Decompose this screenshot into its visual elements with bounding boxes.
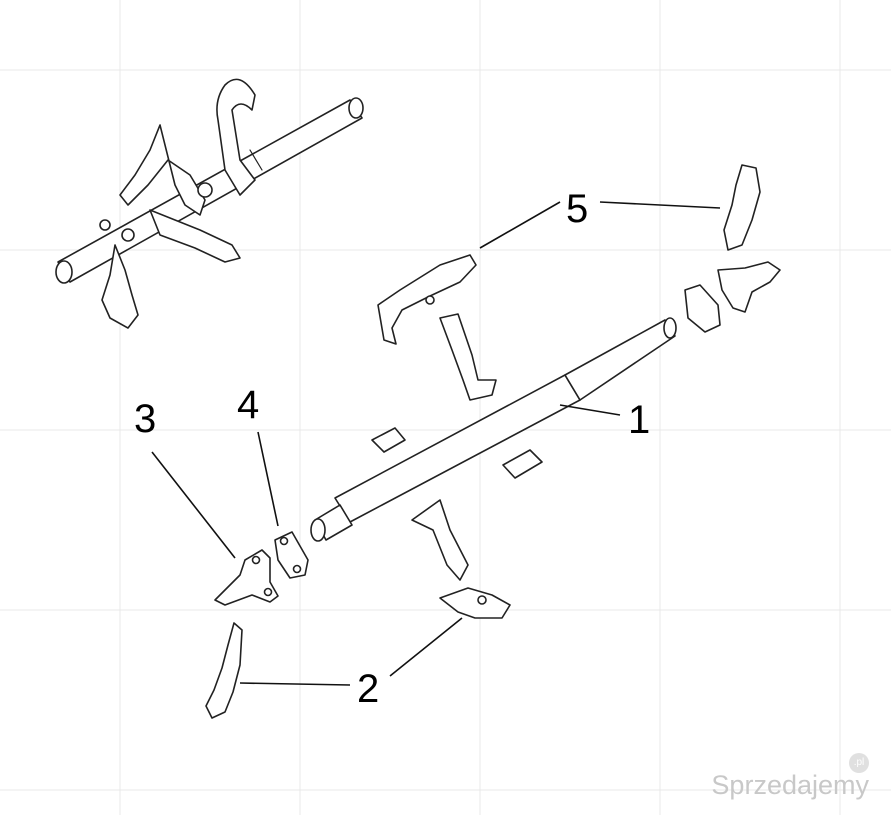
- part-1-shift-shaft: [310, 313, 677, 581]
- part-2-shift-fork-lower: [439, 587, 511, 619]
- callout-3: 3: [134, 397, 156, 441]
- leader-3: [151, 451, 236, 559]
- part-2-shift-fork-left: [205, 622, 243, 719]
- leader-lines: [151, 201, 721, 686]
- watermark-badge: .pl: [849, 753, 869, 773]
- leader-2b: [389, 617, 463, 677]
- leader-1: [559, 404, 621, 416]
- leader-5a: [479, 201, 561, 249]
- callout-2: 2: [357, 667, 379, 711]
- callout-1: 1: [628, 398, 650, 442]
- leader-5b: [599, 201, 721, 209]
- leader-2a: [239, 682, 351, 686]
- part-5-shift-fork-right: [684, 164, 781, 333]
- assembled-shift-rail-overview: [55, 78, 364, 329]
- part-3-selector-lever: [214, 549, 279, 606]
- callout-5: 5: [566, 187, 588, 231]
- callout-numbers: 1 2 3 4 5: [134, 187, 650, 711]
- part-4-bracket: [274, 531, 309, 579]
- leader-4: [257, 431, 279, 527]
- callout-4: 4: [237, 383, 259, 427]
- part-5-shift-fork-upper: [377, 254, 477, 345]
- watermark: Sprzedajemy: [711, 770, 869, 800]
